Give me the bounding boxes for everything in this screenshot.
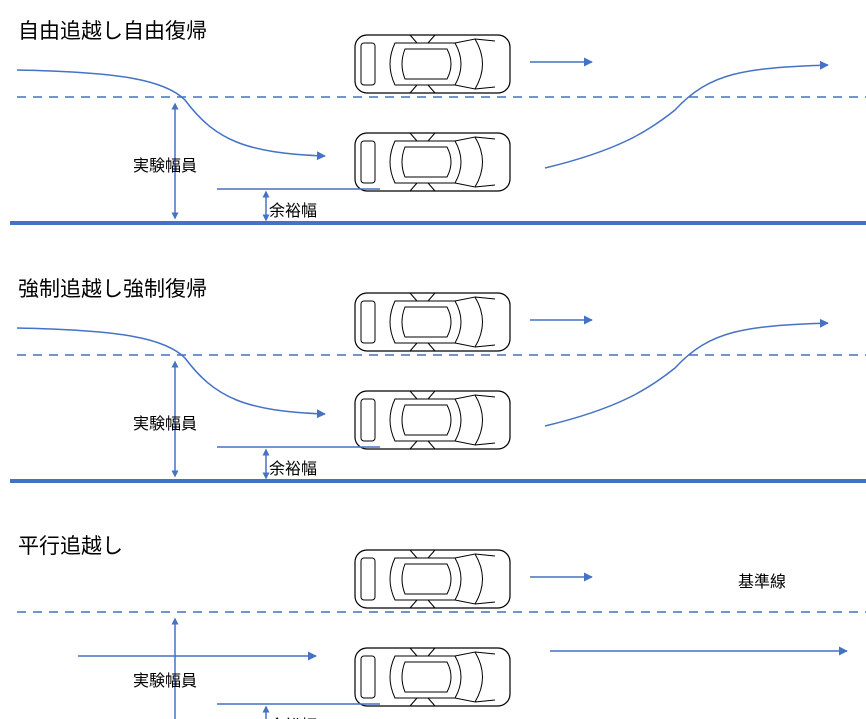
panel-3: 平行追越し基準線実験幅員余裕幅	[17, 534, 866, 719]
width-label: 実験幅員	[133, 671, 197, 690]
trajectory-curve-in	[16, 327, 326, 419]
margin-label: 余裕幅	[269, 459, 317, 478]
trajectory-curve-out	[544, 60, 829, 169]
passed-vehicle	[354, 292, 511, 352]
passed-vehicle	[354, 34, 511, 94]
trajectory-curve-in	[16, 69, 326, 161]
panel-title: 強制追越し強制復帰	[18, 277, 207, 301]
panel-title: 平行追越し	[18, 534, 123, 558]
trajectory-curve-out	[544, 318, 829, 427]
overtaking-vehicle	[354, 647, 511, 707]
passed-vehicle	[354, 549, 511, 609]
overtaking-vehicle	[354, 132, 511, 192]
width-label: 実験幅員	[133, 156, 197, 175]
width-label: 実験幅員	[133, 414, 197, 433]
reference-line-label: 基準線	[738, 572, 786, 591]
margin-label: 余裕幅	[269, 716, 317, 719]
margin-label: 余裕幅	[269, 201, 317, 220]
overtaking-vehicle	[354, 390, 511, 450]
panel-title: 自由追越し自由復帰	[18, 19, 207, 43]
